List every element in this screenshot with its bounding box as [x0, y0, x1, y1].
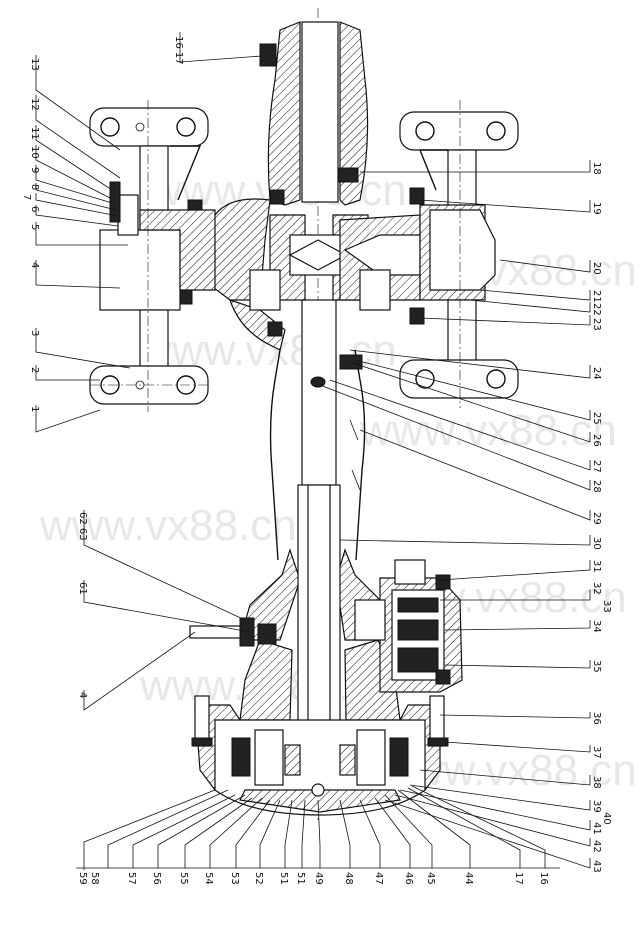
brake-unit: [354, 559, 463, 693]
label-29: 29: [591, 512, 602, 525]
label-42: 42: [591, 840, 602, 853]
label-40: 40: [601, 812, 612, 825]
label-41: 41: [591, 822, 602, 835]
label-62-63: 62 63: [77, 512, 88, 541]
label-58: 58: [89, 872, 100, 885]
label-16-17: 16 17: [173, 36, 184, 65]
callout-labels: 13 12 11 10 9 8 7 6 5 4 3 2 1 16 17 18 1…: [21, 36, 612, 885]
label-31: 31: [591, 560, 602, 573]
label-7: 7: [21, 194, 32, 200]
label-47: 47: [373, 872, 384, 885]
label-12: 12: [29, 98, 40, 111]
label-21: 21: [591, 290, 602, 303]
label-24: 24: [591, 367, 602, 380]
mount-flange: [189, 617, 277, 647]
label-20: 20: [591, 262, 602, 275]
label-48: 48: [343, 872, 354, 885]
label-51a: 51: [278, 872, 289, 885]
label-25: 25: [591, 412, 602, 425]
label-30: 30: [591, 537, 602, 550]
label-17-bottom: 17: [513, 872, 524, 885]
label-45: 45: [425, 872, 436, 885]
label-4: 4: [29, 262, 40, 268]
watermark-5: www.vx88.cn: [39, 501, 297, 550]
label-16-bottom: 16: [538, 872, 549, 885]
label-37: 37: [591, 746, 602, 759]
left-mount-bracket: [89, 100, 216, 412]
label-53: 53: [229, 872, 240, 885]
label-1: 1: [29, 406, 40, 412]
label-23: 23: [591, 318, 602, 331]
axle-housing: [191, 8, 449, 820]
label-56: 56: [151, 872, 162, 885]
label-2: 2: [29, 367, 40, 373]
label-38: 38: [591, 776, 602, 789]
label-27: 27: [591, 460, 602, 473]
label-59: 59: [77, 872, 88, 885]
label-33: 33: [601, 600, 612, 613]
label-34: 34: [591, 620, 602, 633]
label-36: 36: [591, 712, 602, 725]
label-22: 22: [591, 303, 602, 316]
label-55: 55: [178, 872, 189, 885]
label-39: 39: [591, 800, 602, 813]
label-4-lower: 4: [77, 692, 88, 698]
watermark-4: www.vx88.cn: [359, 406, 617, 455]
label-3: 3: [29, 330, 40, 336]
label-9: 9: [29, 167, 40, 173]
label-54: 54: [203, 872, 214, 885]
leader-lines: [35, 32, 591, 870]
label-6: 6: [29, 206, 40, 212]
label-11: 11: [29, 127, 40, 140]
label-44: 44: [463, 872, 474, 885]
label-49: 49: [313, 872, 324, 885]
label-51b: 51: [295, 872, 306, 885]
label-10: 10: [29, 146, 40, 159]
label-46: 46: [403, 872, 414, 885]
label-57: 57: [126, 872, 137, 885]
label-8: 8: [29, 184, 40, 190]
label-26: 26: [591, 434, 602, 447]
label-52: 52: [253, 872, 264, 885]
label-19: 19: [591, 202, 602, 215]
label-28: 28: [591, 480, 602, 493]
label-13: 13: [29, 58, 40, 71]
label-5: 5: [29, 224, 40, 230]
label-18: 18: [591, 162, 602, 175]
right-mount-bracket: [399, 100, 519, 408]
label-61: 61: [77, 582, 88, 595]
label-43: 43: [591, 860, 602, 873]
label-32: 32: [591, 582, 602, 595]
label-35: 35: [591, 660, 602, 673]
